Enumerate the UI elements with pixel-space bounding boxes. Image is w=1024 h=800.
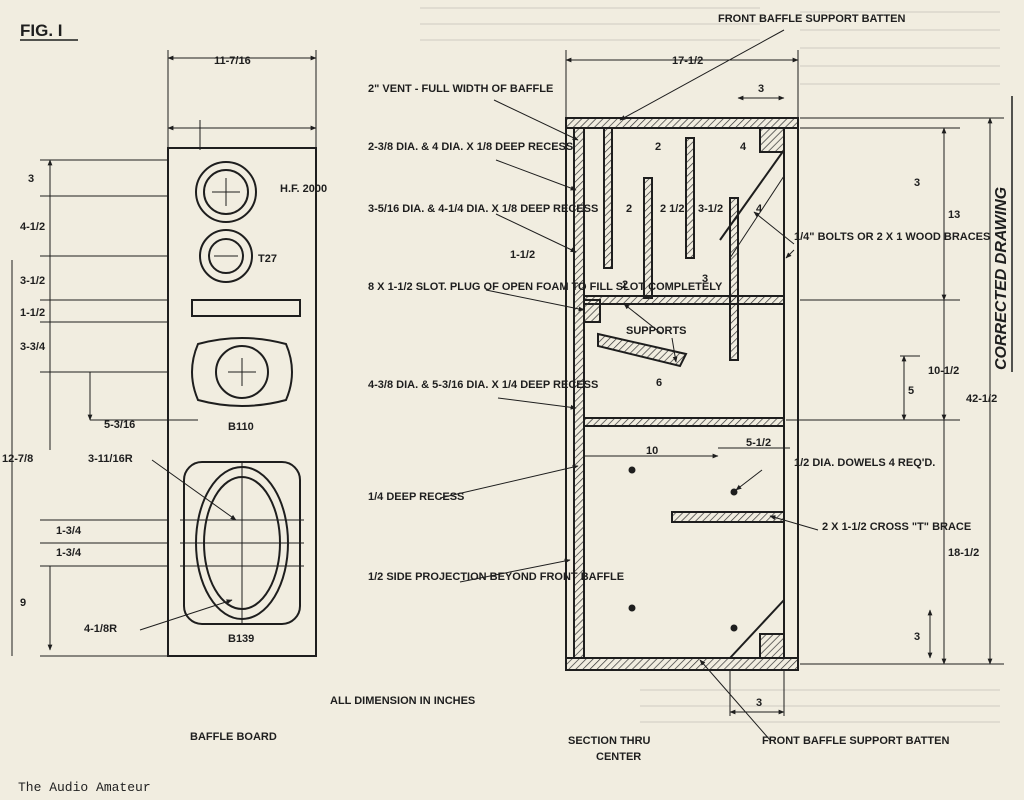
callout-top-batten: FRONT BAFFLE SUPPORT BATTEN <box>718 13 905 25</box>
driver-label-hf2000: H.F. 2000 <box>280 183 327 195</box>
callout-b110-recess: 4-3/8 DIA. & 5-3/16 DIA. X 1/4 DEEP RECE… <box>368 379 598 391</box>
section-dimension-lines <box>565 50 1004 716</box>
callout-vent: 2" VENT - FULL WIDTH OF BAFFLE <box>368 83 553 95</box>
driver-label-b139: B139 <box>228 633 254 645</box>
front-dim-7: 1-3/4 <box>56 547 82 559</box>
radius-label-2: 4-1/8R <box>84 623 117 635</box>
baffle-outline <box>167 147 317 657</box>
figure-label: FIG. I <box>20 21 63 40</box>
sec-dim-5: 4 <box>756 203 763 215</box>
front-dim-0: 3 <box>28 173 34 185</box>
section-caption-line1: SECTION THRU <box>568 735 651 747</box>
driver-label-b110: B110 <box>228 421 254 433</box>
corrected-drawing-label: CORRECTED DRAWING <box>993 187 1010 370</box>
front-dim-inner: 5-3/16 <box>104 419 135 431</box>
callout-side-projection: 1/2 SIDE PROJECTION BEYOND FRONT BAFFLE <box>368 571 624 583</box>
section-width-dim: 17-1/2 <box>672 55 703 67</box>
front-dimension-lines <box>11 159 198 657</box>
sec-dim-2: 2 <box>626 203 632 215</box>
front-view-caption: BAFFLE BOARD <box>190 731 277 743</box>
sec-dim-9: 6 <box>656 377 662 389</box>
callout-supports: SUPPORTS <box>626 325 687 337</box>
front-dim-6: 1-3/4 <box>56 525 82 537</box>
right-dim-42-5: 42-1/2 <box>966 393 997 405</box>
sec-dim-12: 5-1/2 <box>746 437 771 449</box>
right-dim-10-5: 10-1/2 <box>928 365 959 377</box>
front-dim-1: 4-1/2 <box>20 221 45 233</box>
background-bleed-text <box>420 7 1000 723</box>
right-dim-13: 13 <box>948 209 960 221</box>
front-view <box>167 120 317 657</box>
callout-braces: 1/4" BOLTS OR 2 X 1 WOOD BRACES <box>794 231 990 243</box>
sec-dim-10: 5 <box>908 385 914 397</box>
front-dim-8: 9 <box>20 597 26 609</box>
footer-source: The Audio Amateur <box>18 780 151 795</box>
callout-b139-recess: 1/4 DEEP RECESS <box>368 491 464 503</box>
driver-label-t27: T27 <box>258 253 277 265</box>
sec-dim-4: 3-1/2 <box>698 203 723 215</box>
section-caption-line2: CENTER <box>596 751 641 763</box>
sec-dim-8: 2 <box>622 279 628 291</box>
all-dimensions-note: ALL DIMENSION IN INCHES <box>330 695 475 707</box>
radius-label-1: 3-11/16R <box>88 453 133 465</box>
sec-dim-1: 2 <box>655 141 661 153</box>
front-dim-3: 1-1/2 <box>20 307 45 319</box>
sec-dim-7: 3 <box>702 273 708 285</box>
callout-slot: 8 X 1-1/2 SLOT. PLUG OF OPEN FOAM TO FIL… <box>368 281 723 293</box>
sec-right-dim-3: 3 <box>914 177 920 189</box>
front-width-dim: 11-7/16 <box>214 55 251 67</box>
sec-dim-13: 3 <box>914 631 920 643</box>
sec-dim-6: 4 <box>740 141 747 153</box>
sec-dim-11: 10 <box>646 445 658 457</box>
sec-dim-14: 1-1/2 <box>510 249 535 261</box>
vent-slot <box>191 299 301 317</box>
front-dim-4: 3-3/4 <box>20 341 46 353</box>
callout-hf-recess: 2-3/8 DIA. & 4 DIA. X 1/8 DEEP RECESS <box>368 141 573 153</box>
callout-cross-brace: 2 X 1-1/2 CROSS "T" BRACE <box>822 521 971 533</box>
callout-t27-recess: 3-5/16 DIA. & 4-1/4 DIA. X 1/8 DEEP RECE… <box>368 203 598 215</box>
front-dim-5: 12-7/8 <box>2 453 33 465</box>
right-dim-18-5: 18-1/2 <box>948 547 979 559</box>
section-view <box>565 117 799 671</box>
callout-leaders <box>439 29 819 741</box>
callout-dowels: 1/2 DIA. DOWELS 4 REQ'D. <box>794 457 935 469</box>
sec-dim-3: 2 1/2 <box>660 203 684 215</box>
sec-dim-0: 3 <box>758 83 764 95</box>
callout-bottom-batten: FRONT BAFFLE SUPPORT BATTEN <box>762 735 949 747</box>
sec-dim-15: 3 <box>756 697 762 709</box>
front-dim-2: 3-1/2 <box>20 275 45 287</box>
